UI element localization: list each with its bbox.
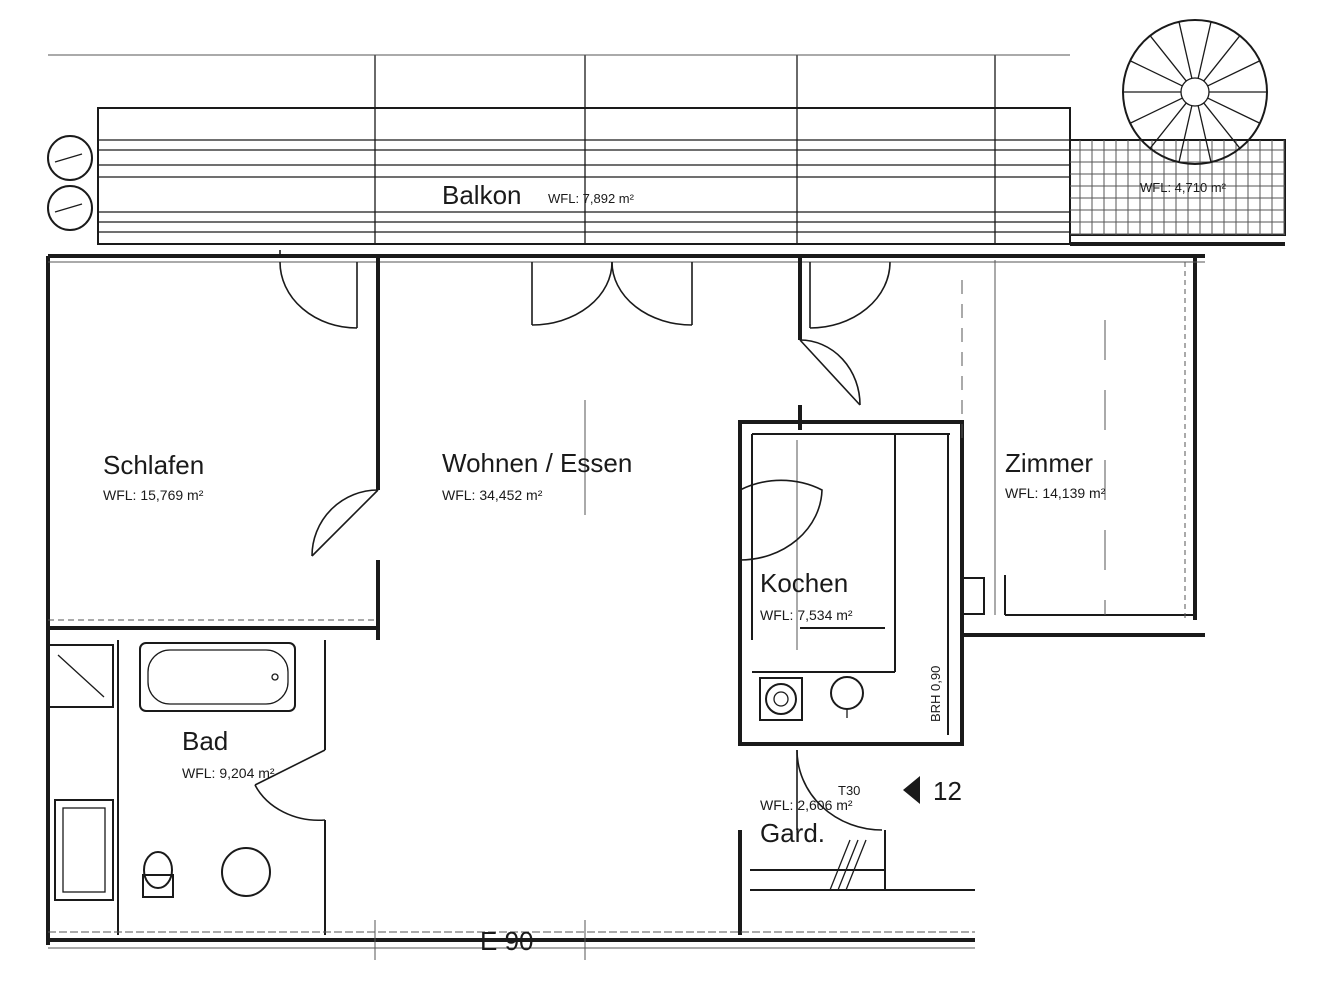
unit-number: 12	[933, 776, 962, 806]
door-rating-label: T30	[838, 783, 860, 798]
room-area-balkon: WFL: 7,892 m²	[548, 191, 635, 206]
room-area-terrace: WFL: 4,710 m²	[1140, 180, 1227, 195]
downpipe-symbol	[47, 135, 93, 231]
bathroom-fixtures	[47, 642, 296, 901]
room-label-balkon: Balkon	[442, 180, 522, 210]
spiral-staircase	[1122, 19, 1268, 165]
balcony	[48, 54, 1071, 245]
room-label-kochen: Kochen	[760, 568, 848, 598]
room-area-kochen: WFL: 7,534 m²	[760, 607, 853, 623]
room-label-wohnen: Wohnen / Essen	[442, 448, 632, 478]
room-label-zimmer: Zimmer	[1005, 448, 1093, 478]
brh-label: BRH 0,90	[928, 666, 943, 722]
room-area-wohnen: WFL: 34,452 m²	[442, 487, 543, 503]
room-label-bad: Bad	[182, 726, 228, 756]
kitchen-fixtures	[759, 676, 864, 721]
room-label-gard: Gard.	[760, 818, 825, 848]
unit-marker-icon	[903, 776, 920, 804]
bottom-mark: E 90	[480, 926, 534, 956]
terrace-grid	[1069, 139, 1286, 236]
doors	[254, 250, 891, 831]
room-area-schlafen: WFL: 15,769 m²	[103, 487, 204, 503]
room-label-schlafen: Schlafen	[103, 450, 204, 480]
room-area-zimmer: WFL: 14,139 m²	[1005, 485, 1106, 501]
room-area-bad: WFL: 9,204 m²	[182, 765, 275, 781]
walls	[46, 242, 1285, 960]
room-area-gard: WFL: 2,606 m²	[760, 797, 853, 813]
